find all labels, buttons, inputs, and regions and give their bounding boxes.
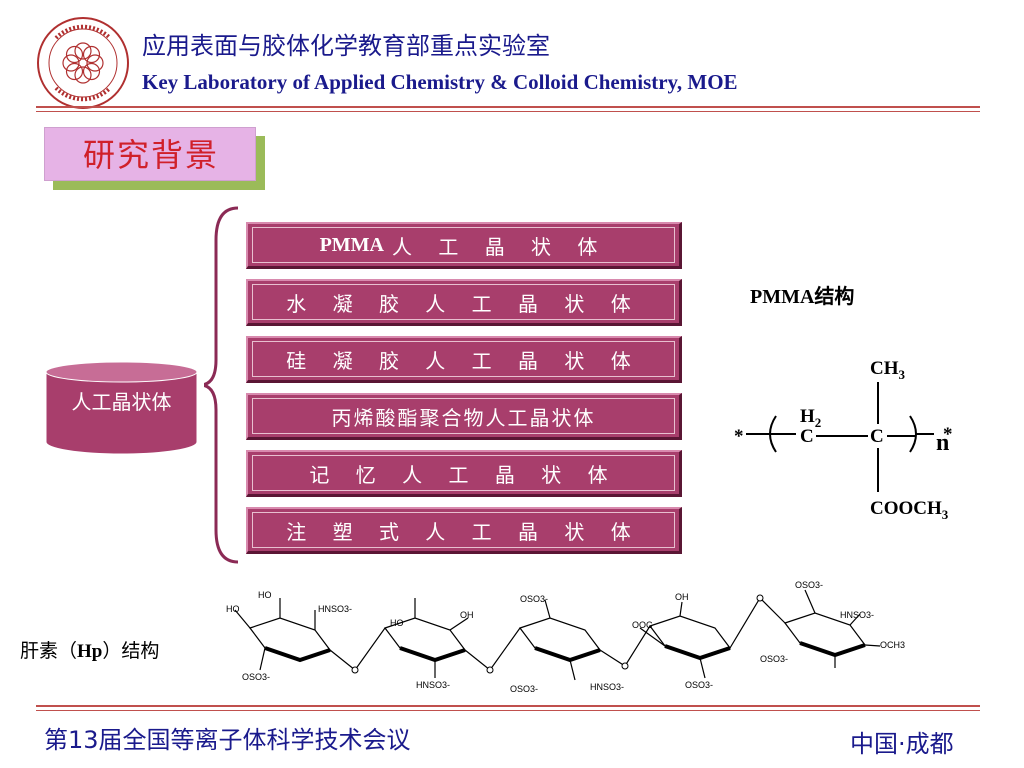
conference-location: 中国·成都 bbox=[850, 730, 954, 758]
category-label: 记 忆 人 工 晶 状 体 bbox=[309, 462, 618, 487]
category-label: 人 工 晶 状 体 bbox=[391, 234, 608, 259]
svg-text:HNSO3-: HNSO3- bbox=[318, 604, 352, 614]
svg-text:OSO3-: OSO3- bbox=[520, 594, 548, 604]
svg-text:HNSO3-: HNSO3- bbox=[840, 610, 874, 620]
category-bar-acrylic: 丙烯酸酯聚合物人工晶状体 bbox=[246, 393, 682, 440]
category-bar-hydrogel: 水 凝 胶 人 工 晶 状 体 bbox=[246, 279, 682, 326]
header-rule bbox=[36, 106, 980, 108]
pmma-structure-title: PMMA结构 bbox=[750, 286, 855, 308]
svg-text:OH: OH bbox=[675, 592, 689, 602]
svg-text:OSO3-: OSO3- bbox=[760, 654, 788, 664]
category-bar-silicone: 硅 凝 胶 人 工 晶 状 体 bbox=[246, 336, 682, 383]
category-label: 硅 凝 胶 人 工 晶 状 体 bbox=[286, 348, 641, 373]
lab-name-english: Key Laboratory of Applied Chemistry & Co… bbox=[142, 70, 738, 94]
svg-text:OOC: OOC bbox=[632, 620, 653, 630]
svg-text:HNSO3-: HNSO3- bbox=[590, 682, 624, 692]
category-bar-pmma: PMMA 人 工 晶 状 体 bbox=[246, 222, 682, 269]
category-bar-memory: 记 忆 人 工 晶 状 体 bbox=[246, 450, 682, 497]
footer-rule-thin bbox=[36, 710, 980, 711]
svg-text:HO: HO bbox=[258, 590, 272, 600]
category-label: 水 凝 胶 人 工 晶 状 体 bbox=[286, 291, 641, 316]
svg-text:HNSO3-: HNSO3- bbox=[416, 680, 450, 690]
heparin-structure-label: 肝素（Hp）结构 bbox=[20, 640, 160, 662]
svg-text:HO: HO bbox=[390, 618, 404, 628]
svg-text:OSO3-: OSO3- bbox=[242, 672, 270, 682]
svg-text:OSO3-: OSO3- bbox=[795, 580, 823, 590]
svg-text:HO: HO bbox=[226, 604, 240, 614]
quaternary-carbon: C bbox=[870, 426, 884, 447]
svg-text:OSO3-: OSO3- bbox=[685, 680, 713, 690]
h2-label: H2 bbox=[800, 406, 821, 430]
category-prefix: PMMA bbox=[319, 233, 384, 256]
footer-rule bbox=[36, 705, 980, 707]
category-label: 丙烯酸酯聚合物人工晶状体 bbox=[331, 405, 596, 430]
grouping-brace bbox=[204, 206, 239, 564]
ch3-group: CH3 bbox=[870, 358, 906, 382]
category-bar-injection: 注 塑 式 人 工 晶 状 体 bbox=[246, 507, 682, 554]
pmma-structure-diagram: CH3 * H2 C C n * COOCH3 bbox=[734, 358, 953, 522]
heparin-structure-diagram: HO HO HNSO3- OSO3- HO OH HNSO3- OSO3- OS… bbox=[226, 580, 905, 694]
svg-text:OH: OH bbox=[460, 610, 474, 620]
root-node-label: 人工晶状体 bbox=[71, 390, 172, 414]
svg-text:OSO3-: OSO3- bbox=[510, 684, 538, 694]
right-star: * bbox=[943, 424, 953, 445]
section-title-box: 研究背景 bbox=[44, 127, 256, 181]
methylene-carbon: C bbox=[800, 426, 814, 447]
ester-group: COOCH3 bbox=[870, 498, 949, 522]
lab-name-chinese: 应用表面与胶体化学教育部重点实验室 bbox=[142, 32, 550, 60]
repeat-unit-n: n bbox=[936, 430, 949, 456]
category-label: 注 塑 式 人 工 晶 状 体 bbox=[286, 519, 641, 544]
header-rule-thin bbox=[36, 111, 980, 112]
svg-text:OCH3: OCH3 bbox=[880, 640, 905, 650]
section-title: 研究背景 bbox=[82, 136, 219, 174]
conference-name: 第13届全国等离子体科学技术会议 bbox=[44, 726, 411, 754]
root-node-cylinder bbox=[45, 361, 198, 455]
left-star: * bbox=[734, 426, 744, 447]
university-seal-logo bbox=[37, 17, 129, 109]
